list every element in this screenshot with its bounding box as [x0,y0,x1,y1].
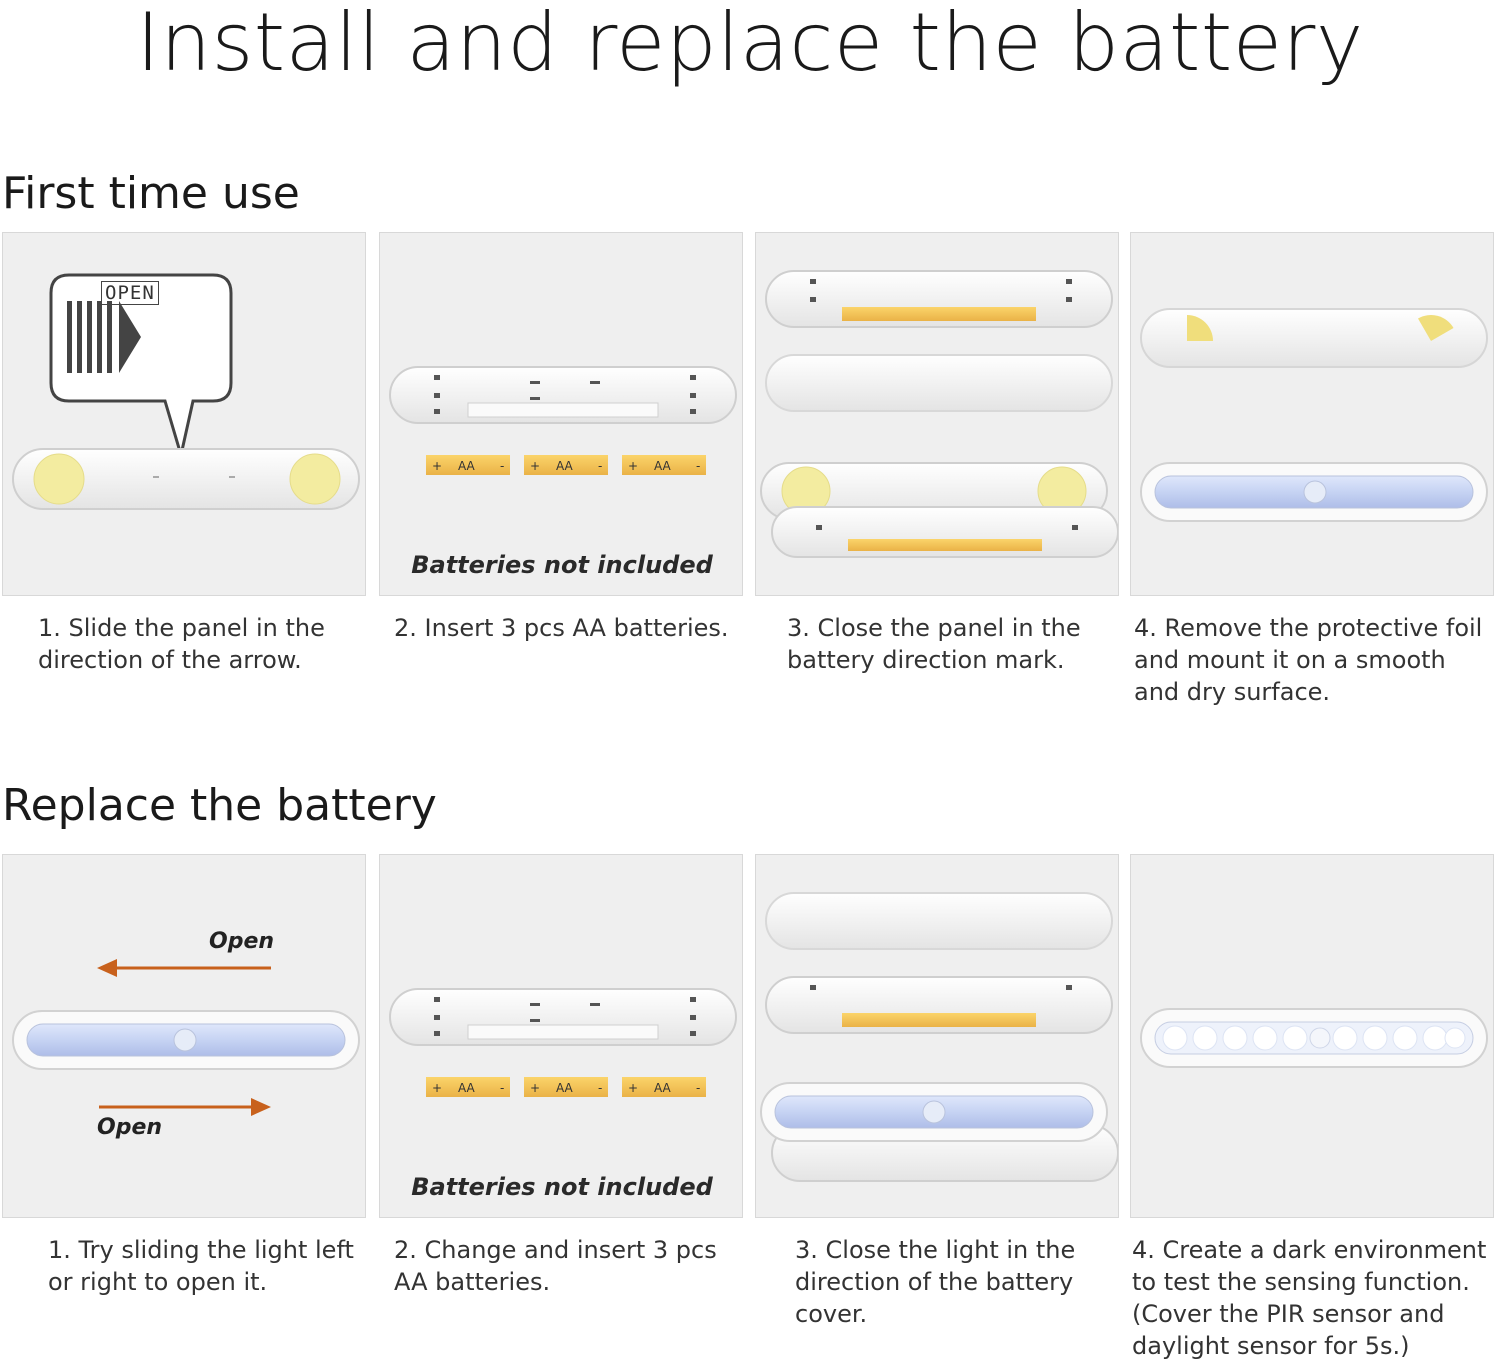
step-image-close-panel [755,232,1119,596]
step-image-insert-batteries: + AA - + AA - + AA - Batteries not included [379,232,743,596]
mounted-light-bar [1140,308,1488,522]
open-label: OPEN [101,281,159,305]
page-title: Install and replace the battery [136,0,1364,89]
svg-text:-: - [696,459,700,473]
battery-label: AA [556,459,574,473]
batteries-not-included-note: Batteries not included [411,1173,713,1201]
light-with-arrows [12,959,360,1116]
step-image-sensor-test [1130,854,1494,1218]
svg-text:-: - [696,1081,700,1095]
open-right-label: Open [97,1115,163,1140]
illuminated-light-bar [1140,1008,1488,1068]
caption-step-1: 1. Slide the panel in the direction of t… [38,614,325,674]
caption-step-2: 2. Insert 3 pcs AA batteries. [394,614,729,642]
battery-label: AA [458,1081,476,1095]
caption-step-4: 4. Remove the protective foil and mount … [1134,614,1483,706]
battery-label: AA [654,459,672,473]
battery-label: AA [458,459,476,473]
light-closing-sequence [760,892,1118,1182]
caption-replace-step-4: 4. Create a dark environment to test the… [1132,1236,1487,1360]
step-image-mount [1130,232,1494,596]
svg-text:+: + [628,459,638,473]
caption-replace-step-2: 2. Change and insert 3 pcs AA batteries. [394,1236,717,1296]
caption-replace-step-3: 3. Close the light in the direction of t… [795,1236,1076,1328]
battery-row: + AA - + AA - + AA - [426,455,706,475]
section-heading-replace: Replace the battery [2,780,437,831]
step-image-change-batteries: + AA - + AA - + AA - Batteries not included [379,854,743,1218]
svg-text:-: - [598,459,602,473]
caption-replace-step-1: 1. Try sliding the light left or right t… [48,1236,354,1296]
open-battery-compartment: + AA - + AA - + AA - [389,988,737,1097]
svg-text:+: + [530,459,540,473]
panel-closing-sequence [760,270,1118,558]
svg-text:-: - [500,459,504,473]
svg-text:+: + [628,1081,638,1095]
battery-row: + AA - + AA - + AA - [426,1077,706,1097]
step-image-slide-light: Open Open [2,854,366,1218]
svg-text:+: + [530,1081,540,1095]
svg-text:+: + [432,1081,442,1095]
open-left-label: Open [209,929,275,954]
svg-text:-: - [500,1081,504,1095]
light-bar-with-open-callout [12,273,360,510]
step-image-slide-panel: OPEN [2,232,366,596]
open-battery-compartment: + AA - + AA - + AA - [389,366,737,475]
step-image-close-light [755,854,1119,1218]
battery-label: AA [556,1081,574,1095]
section-heading-first-use: First time use [2,168,300,219]
caption-step-3: 3. Close the panel in the battery direct… [787,614,1081,674]
batteries-not-included-note: Batteries not included [411,551,713,579]
svg-text:-: - [598,1081,602,1095]
svg-text:+: + [432,459,442,473]
battery-label: AA [654,1081,672,1095]
